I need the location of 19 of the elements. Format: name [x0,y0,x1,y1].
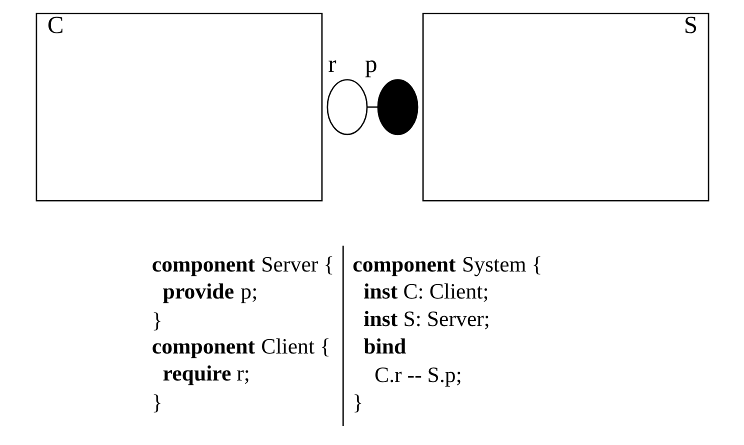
label: inst C: Client; [363,280,488,304]
label: inst S: Server; [363,307,490,332]
label: component Server { [151,252,334,276]
label: require r; [162,362,250,386]
node-circle [326,79,368,136]
label: C.r -- S.p; [374,363,462,388]
label: provide p; [162,280,258,304]
node-box: S [422,12,709,202]
node-circle [376,79,418,136]
label: } [151,308,162,332]
node-box: C [35,12,322,202]
connector [366,106,378,108]
node-label: p [364,51,377,78]
label: component Client { [151,334,330,358]
label: bind [363,334,406,358]
label: component System { [352,252,542,276]
label: } [352,390,363,414]
node-label: r [328,51,336,78]
label: } [151,390,162,414]
